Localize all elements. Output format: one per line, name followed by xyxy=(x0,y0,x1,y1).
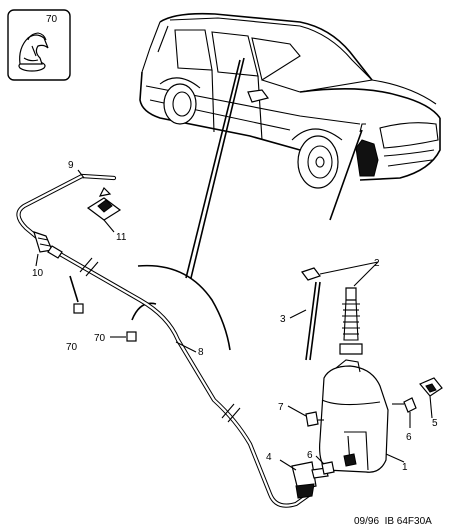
callout-10: 10 xyxy=(32,268,44,279)
callout-1: 1 xyxy=(402,462,408,473)
callout-4: 4 xyxy=(266,452,272,463)
inset-label: 70 xyxy=(46,14,58,25)
callout-2: 2 xyxy=(374,258,380,269)
callout-8: 8 xyxy=(198,347,204,358)
leader-lines xyxy=(35,169,433,471)
inset-box: 70 xyxy=(7,9,71,81)
callout-5: 5 xyxy=(432,418,438,429)
callout-70-left: 70 xyxy=(66,342,78,353)
drawing-reference: 09/96 IB 64F30A xyxy=(354,516,432,527)
washer-hose xyxy=(16,173,313,508)
callout-11: 11 xyxy=(116,232,127,243)
callout-6-grommet: 6 xyxy=(307,450,313,461)
callout-labels: 1 2 3 4 5 6 6 7 8 9 10 11 70 70 xyxy=(32,160,438,473)
pointer-lines xyxy=(131,57,363,351)
reservoir-group xyxy=(291,267,443,499)
hose-connector xyxy=(33,231,63,259)
car-illustration xyxy=(139,12,441,189)
callout-70-right: 70 xyxy=(94,333,106,344)
callout-3: 3 xyxy=(280,314,286,325)
clip-icon xyxy=(18,32,49,72)
callout-7: 7 xyxy=(278,402,284,413)
callout-6-sensor: 6 xyxy=(406,432,412,443)
ref-70-markers xyxy=(69,275,137,342)
hose-clip xyxy=(86,186,122,221)
callout-9: 9 xyxy=(68,160,74,171)
